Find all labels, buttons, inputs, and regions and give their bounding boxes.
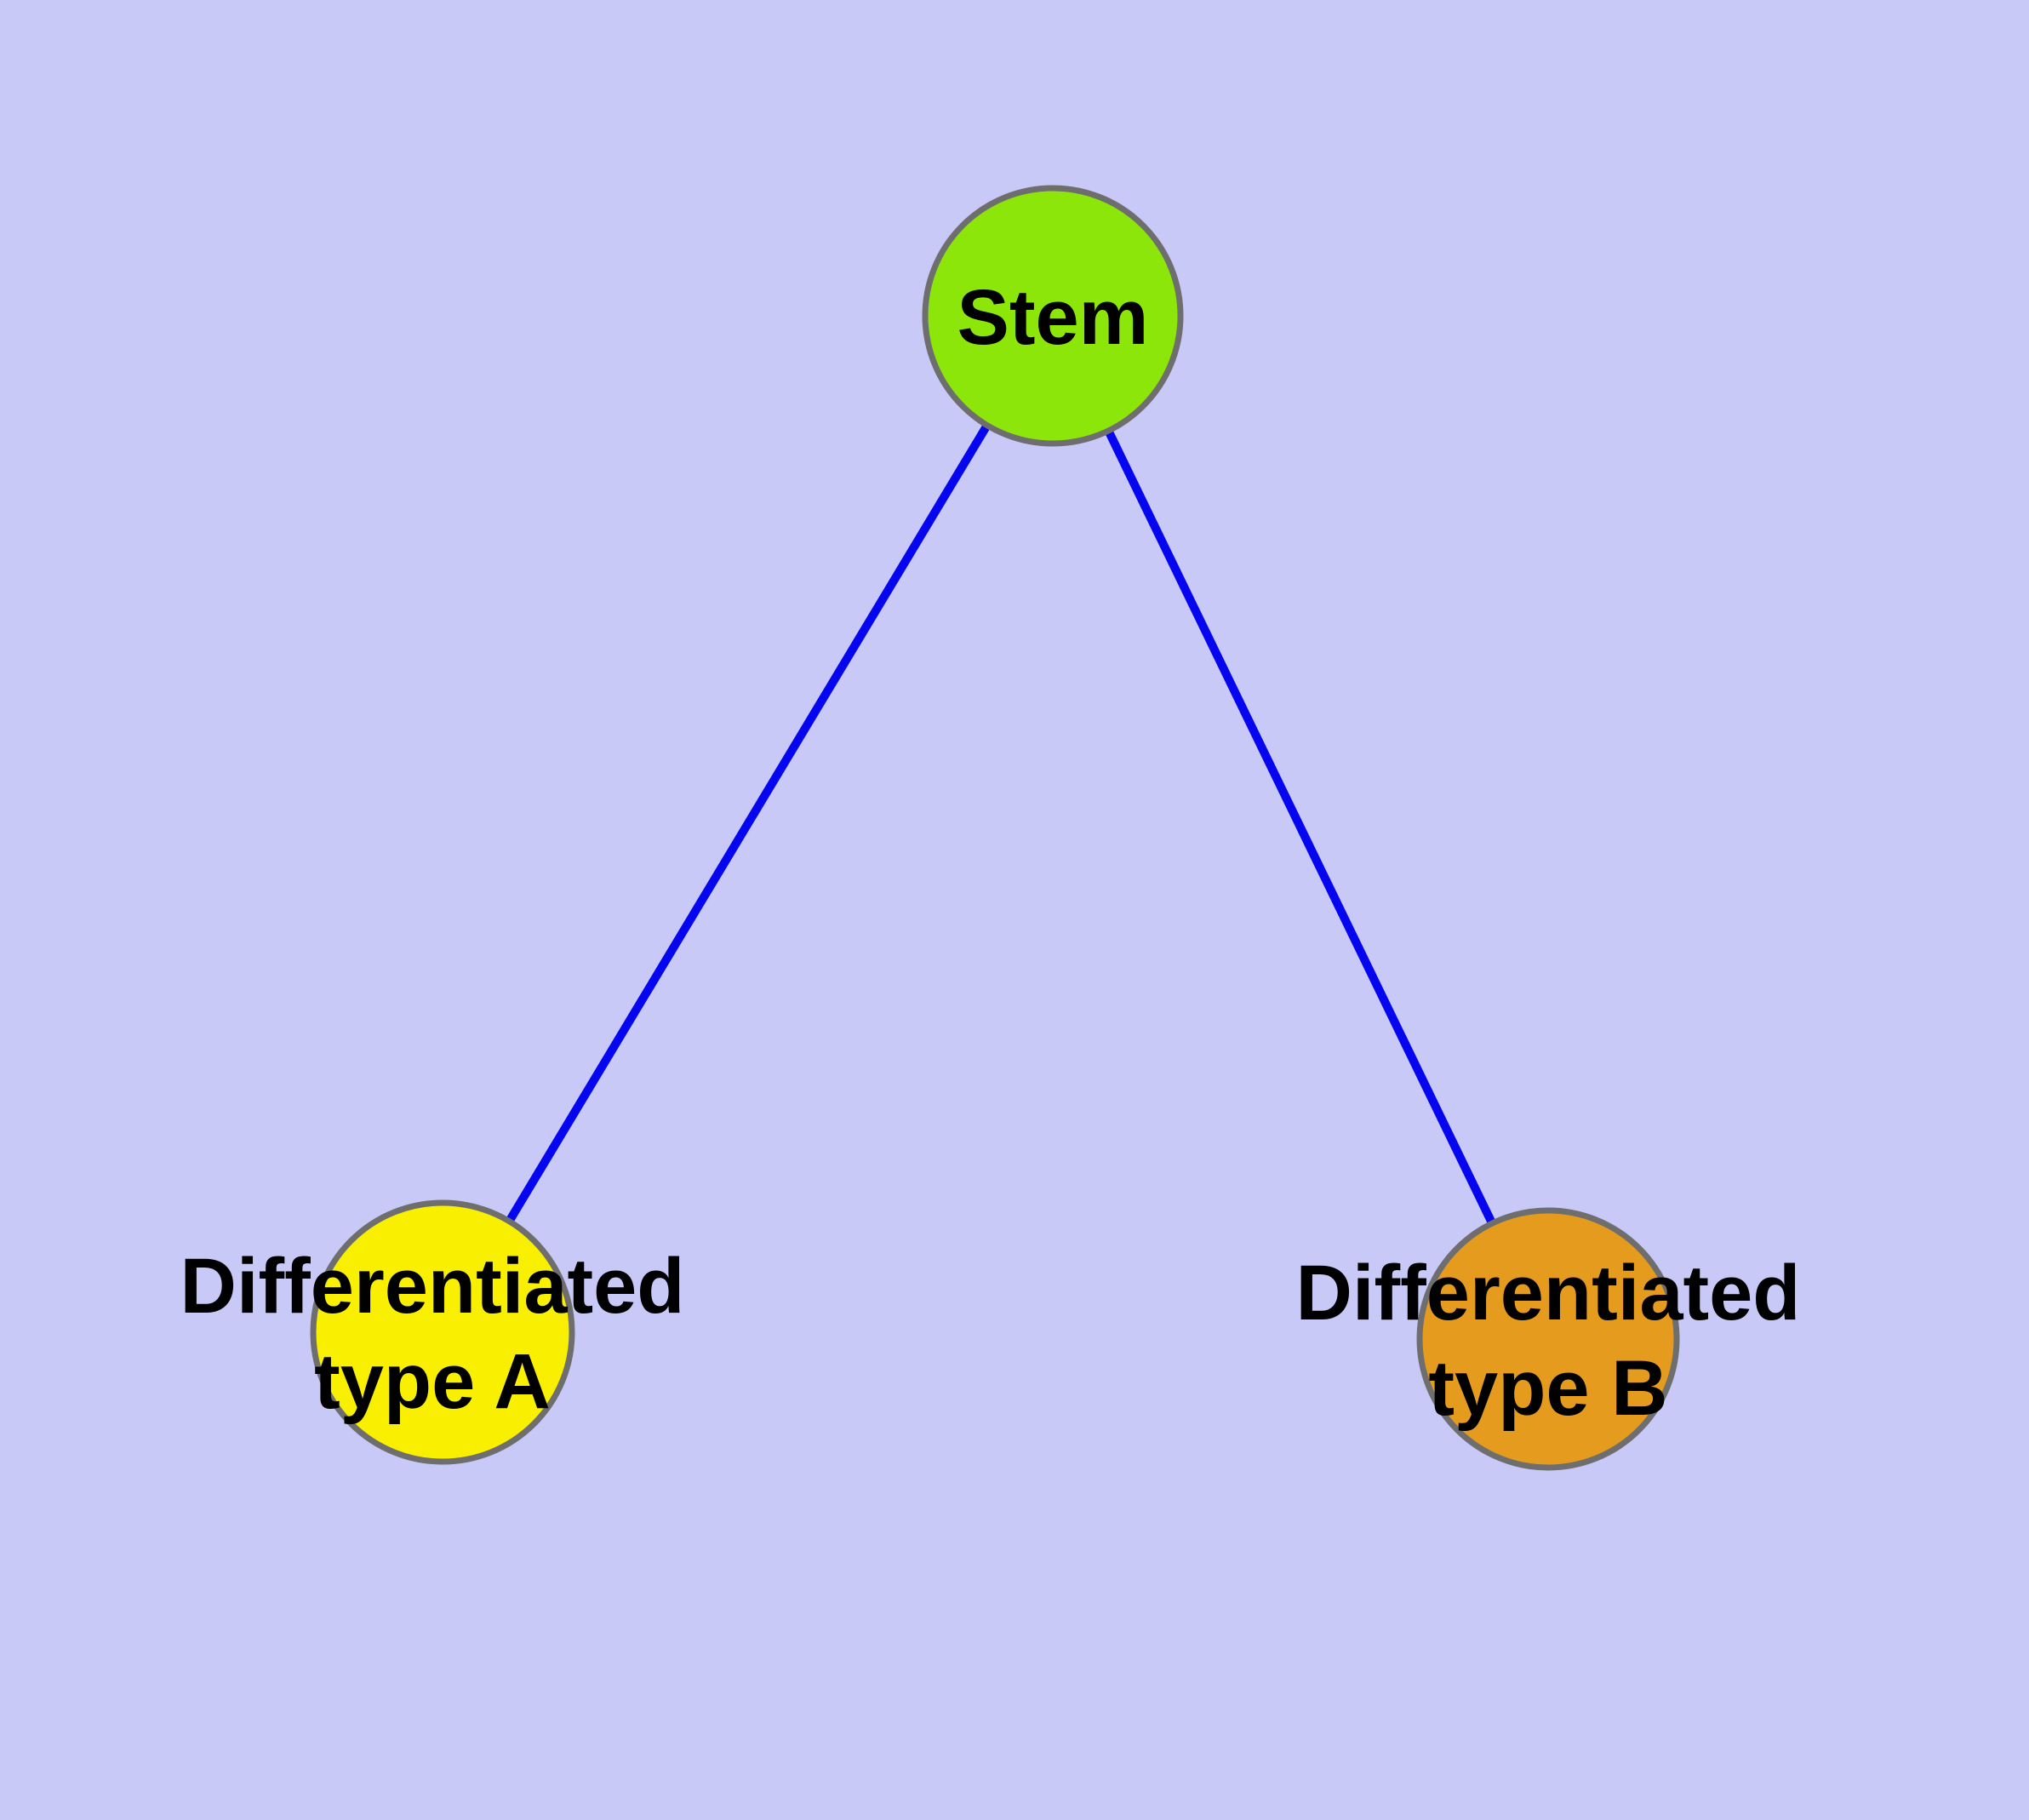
- node-type-a: [310, 1199, 575, 1465]
- node-type-b: [1416, 1207, 1680, 1471]
- node-stem: [922, 185, 1184, 447]
- edge-stem-to-type-a: [438, 313, 1057, 1335]
- edge-stem-to-type-b: [1049, 313, 1552, 1342]
